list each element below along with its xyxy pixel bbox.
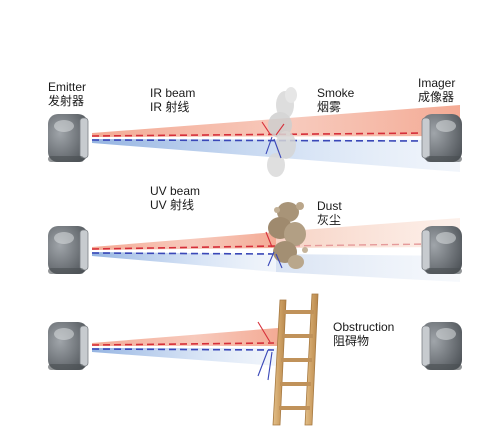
scatter-arrows <box>261 121 285 159</box>
uv-beam-line <box>91 252 275 255</box>
label-smoke: Smoke 烟雾 <box>317 86 355 114</box>
scenario-smoke <box>91 87 460 177</box>
dust-cloud <box>268 202 308 269</box>
ir-beam-line-weak <box>281 243 431 247</box>
imager-device <box>421 114 462 162</box>
ir-beam-line <box>91 342 275 346</box>
uv-beam-fan <box>92 348 278 366</box>
label-emitter: Emitter 发射器 <box>48 80 87 108</box>
scatter-arrows <box>257 321 273 381</box>
imager-device <box>421 226 462 274</box>
ladder-obstruction <box>272 293 319 426</box>
scatter-arrows <box>265 231 283 269</box>
label-dust: Dust 灰尘 <box>317 199 342 227</box>
emitter-device <box>48 226 89 274</box>
devices-layer <box>48 114 462 370</box>
uv-beam-line <box>91 139 431 142</box>
uv-beam-fan-weak <box>276 254 460 282</box>
ir-beam-fan <box>92 328 278 346</box>
ir-beam-line <box>91 245 277 250</box>
smoke-cloud <box>267 87 297 177</box>
emitter-device <box>48 114 89 162</box>
label-imager: Imager 成像器 <box>418 76 456 104</box>
ir-beam-line <box>91 132 431 137</box>
ir-beam-fan <box>92 232 276 250</box>
ir-beam-fan-weak <box>276 218 460 248</box>
label-obstruction: Obstruction 阻碍物 <box>333 320 395 348</box>
scenario-obstruction <box>91 293 319 426</box>
uv-beam-fan <box>92 252 276 272</box>
emitter-device <box>48 322 89 370</box>
uv-beam-line <box>91 348 275 351</box>
scenario-dust <box>91 202 460 282</box>
label-ir-beam: IR beam IR 射线 <box>150 86 196 114</box>
imager-device <box>421 322 462 370</box>
label-uv-beam: UV beam UV 射线 <box>150 184 201 212</box>
